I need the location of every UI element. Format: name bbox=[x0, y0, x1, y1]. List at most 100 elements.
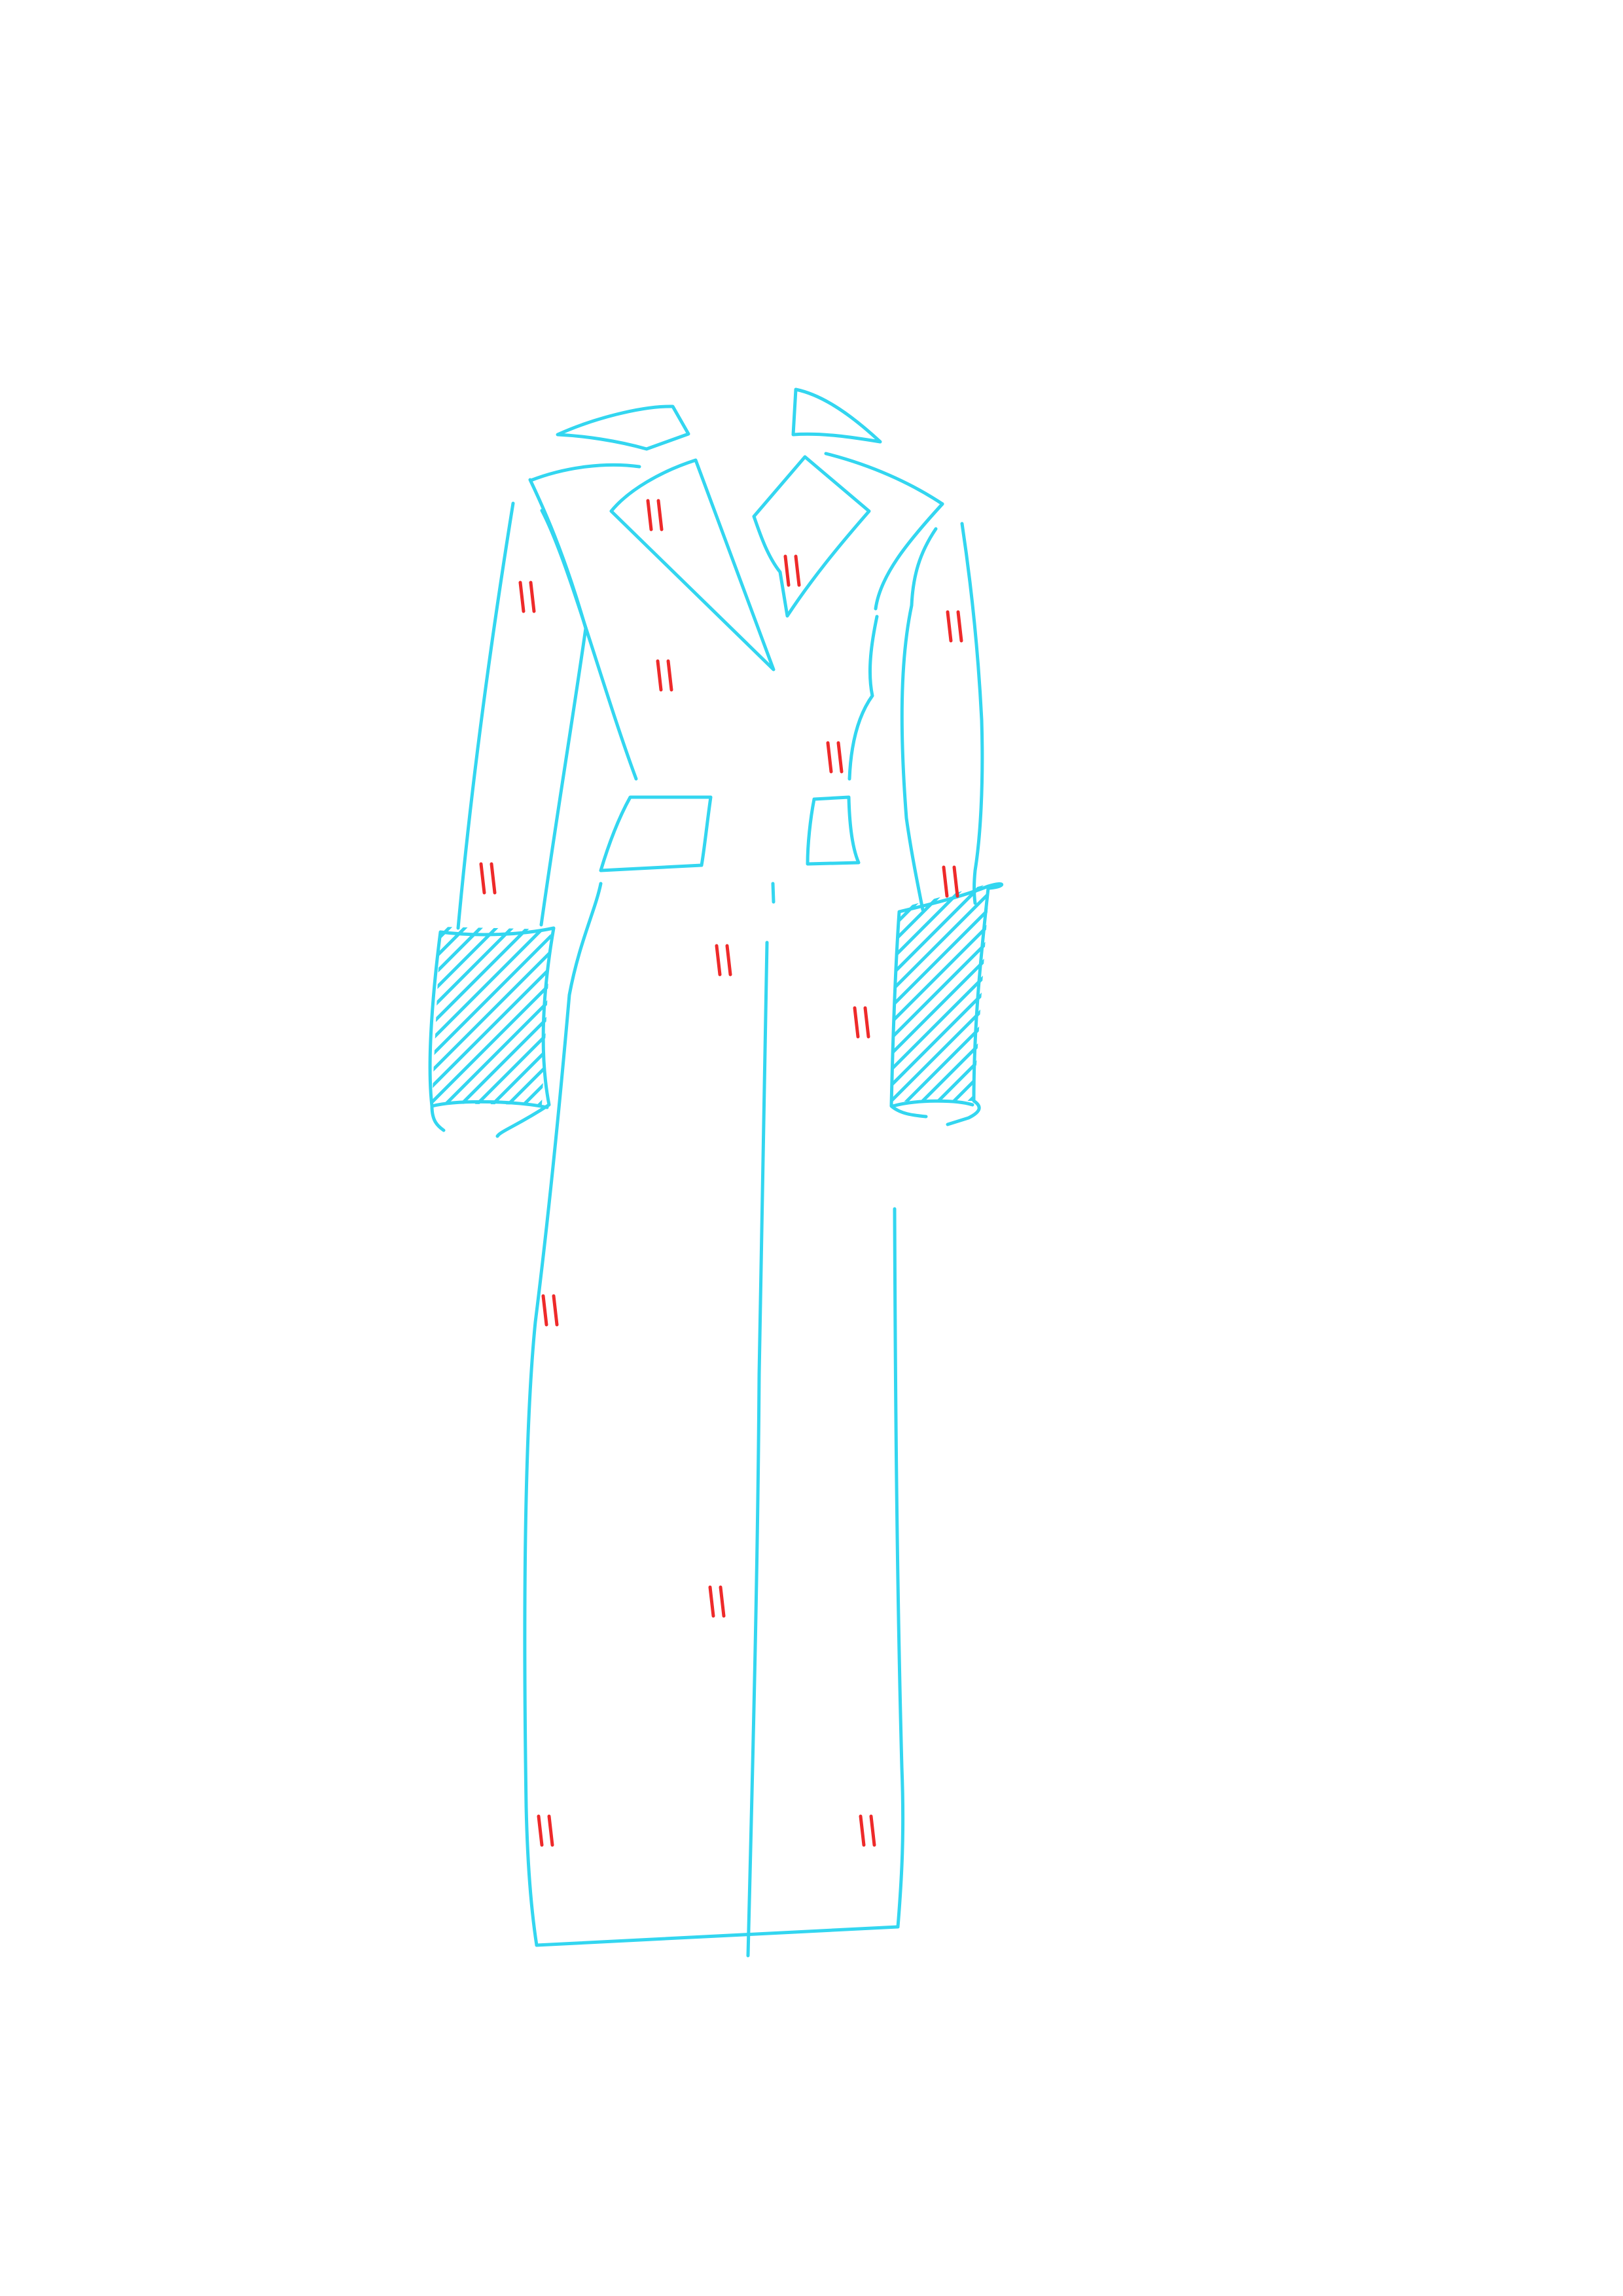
hatch-line bbox=[1147, 880, 1379, 1113]
right-arm-inner bbox=[900, 527, 938, 912]
hatch-line bbox=[1162, 880, 1395, 1113]
left-arm-outer bbox=[456, 501, 515, 930]
left-shoulder bbox=[529, 463, 641, 482]
center-front-top bbox=[771, 882, 776, 904]
hatch-line bbox=[892, 884, 990, 1102]
hatch-line bbox=[909, 884, 990, 1102]
hatch-line bbox=[1068, 880, 1300, 1113]
detail-mark-stroke bbox=[656, 499, 664, 531]
detail-mark bbox=[946, 610, 963, 643]
detail-mark-stroke bbox=[656, 659, 663, 692]
hatch-line bbox=[628, 880, 861, 1113]
detail-mark bbox=[537, 1814, 554, 1847]
hatch-line bbox=[1178, 880, 1410, 1113]
detail-mark-stroke bbox=[541, 1294, 548, 1327]
detail-mark-stroke bbox=[719, 1585, 726, 1618]
detail-mark bbox=[708, 1585, 726, 1618]
hatch-line bbox=[545, 927, 551, 1105]
detail-mark-stroke bbox=[869, 1814, 876, 1847]
left-pocket-flap bbox=[599, 795, 713, 872]
hatch-line bbox=[432, 927, 551, 1105]
left-collar bbox=[556, 404, 690, 451]
hatch-line bbox=[432, 927, 488, 1105]
coat-outline bbox=[428, 387, 1004, 1958]
detail-mark-stroke bbox=[836, 741, 844, 774]
hatch-line bbox=[892, 884, 910, 1102]
detail-mark-stroke bbox=[479, 862, 486, 895]
hatch-line bbox=[892, 884, 990, 1102]
detail-mark-stroke bbox=[853, 1006, 860, 1039]
right-cuff-hatch bbox=[628, 880, 1442, 1113]
hatch-line bbox=[1115, 880, 1347, 1113]
right-shoulder bbox=[824, 452, 944, 506]
detail-mark-stroke bbox=[666, 659, 673, 692]
right-body-side bbox=[893, 1207, 905, 1929]
hatch-line bbox=[1099, 880, 1332, 1113]
detail-mark bbox=[715, 944, 732, 977]
hatch-line bbox=[892, 884, 990, 1102]
hatch-line bbox=[892, 884, 990, 1102]
hatch-line bbox=[1037, 880, 1269, 1113]
detail-mark-stroke bbox=[490, 862, 497, 895]
detail-mark-stroke bbox=[942, 865, 949, 898]
hatch-line bbox=[892, 884, 990, 1102]
hatch-line bbox=[1005, 880, 1238, 1113]
hatch-line bbox=[988, 884, 990, 1102]
hatch-line bbox=[202, 923, 391, 1113]
detail-mark-stroke bbox=[708, 1585, 715, 1618]
hatch-line bbox=[956, 884, 990, 1102]
detail-mark-stroke bbox=[826, 741, 833, 774]
hatch-line bbox=[610, 923, 800, 1113]
cuff-hatching bbox=[170, 880, 1442, 1113]
hatch-line bbox=[435, 927, 551, 1105]
right-collar bbox=[791, 387, 882, 444]
detail-mark bbox=[783, 554, 801, 587]
hatch-line bbox=[451, 927, 551, 1105]
hatch-line bbox=[432, 927, 550, 1105]
hatch-line bbox=[892, 884, 990, 1102]
right-arm-seam bbox=[847, 502, 944, 781]
hatch-line bbox=[892, 884, 894, 1102]
hatch-line bbox=[432, 927, 551, 1105]
hatch-line bbox=[1209, 880, 1442, 1113]
hatch-line bbox=[892, 884, 957, 1102]
detail-mark-stroke bbox=[529, 581, 536, 613]
right-arm-outer bbox=[960, 522, 984, 905]
hatch-line bbox=[563, 923, 753, 1113]
hatch-line bbox=[720, 923, 910, 1113]
hatch-line bbox=[893, 884, 990, 1102]
detail-mark-stroke bbox=[946, 610, 953, 643]
detail-mark bbox=[826, 741, 844, 774]
detail-mark-stroke bbox=[952, 865, 959, 898]
left-body-side bbox=[523, 882, 603, 1947]
hatch-line bbox=[432, 927, 551, 1105]
detail-mark-stroke bbox=[646, 499, 653, 531]
detail-mark bbox=[656, 659, 673, 692]
detail-mark-stroke bbox=[547, 1814, 554, 1847]
hatch-line bbox=[579, 923, 768, 1113]
detail-marks bbox=[479, 499, 963, 1847]
left-arm-seam bbox=[540, 509, 638, 781]
hatch-line bbox=[432, 927, 551, 1105]
hatch-line bbox=[432, 927, 503, 1105]
hatch-line bbox=[186, 923, 376, 1113]
detail-mark-stroke bbox=[859, 1814, 866, 1847]
hatch-line bbox=[1052, 880, 1285, 1113]
detail-mark-stroke bbox=[518, 581, 526, 613]
detail-mark-stroke bbox=[725, 944, 732, 977]
hatch-line bbox=[626, 923, 815, 1113]
hatch-line bbox=[1131, 880, 1363, 1113]
hatch-line bbox=[1084, 880, 1316, 1113]
hatch-line bbox=[892, 884, 990, 1102]
detail-mark-stroke bbox=[537, 1814, 544, 1847]
hatch-line bbox=[432, 927, 440, 1105]
hatch-line bbox=[467, 927, 551, 1105]
hatch-line bbox=[170, 923, 360, 1113]
hatch-line bbox=[892, 884, 941, 1102]
hem bbox=[535, 1925, 900, 1947]
detail-mark-stroke bbox=[794, 554, 801, 587]
hatch-line bbox=[432, 927, 456, 1105]
right-pocket-flap bbox=[806, 795, 861, 866]
detail-mark-stroke bbox=[715, 944, 722, 977]
right-cuff bbox=[889, 882, 1004, 1126]
